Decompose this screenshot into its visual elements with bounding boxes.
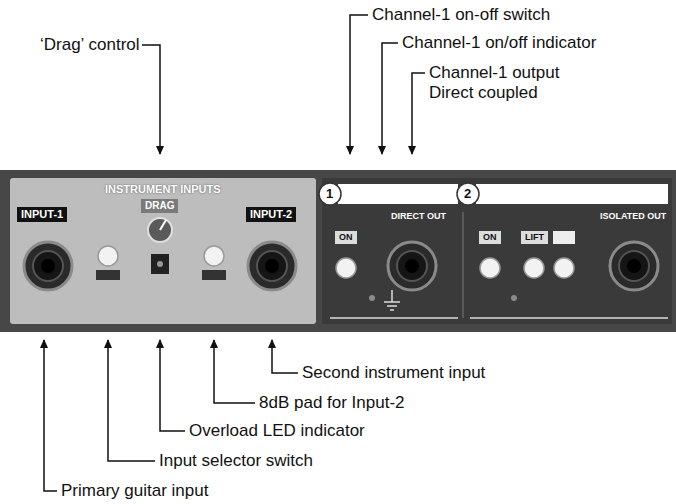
- callout-text: Overload LED indicator: [189, 421, 365, 441]
- channel-number: 2: [464, 186, 471, 202]
- drag-knob: [148, 218, 172, 242]
- label-strip: [476, 184, 668, 204]
- callout-text: Second instrument input: [302, 363, 485, 383]
- jack-socket: [24, 242, 658, 290]
- leader-line: [44, 15, 425, 491]
- callout-text: Input selector switch: [159, 451, 313, 471]
- label-strip: [338, 184, 458, 204]
- ground-symbol: [384, 290, 400, 310]
- switch-tag: LIFT: [521, 231, 548, 244]
- front-panel: [0, 170, 676, 332]
- callout-text: Channel-1 output Direct coupled: [429, 63, 579, 104]
- callout-text: Primary guitar input: [61, 481, 208, 501]
- switch-tag: ON: [335, 231, 357, 244]
- input-section: [10, 178, 316, 324]
- overload-led: [151, 254, 169, 274]
- callout-text: 8dB pad for Input-2: [259, 393, 405, 413]
- callout-text: ‘Drag’ control: [40, 35, 140, 55]
- callout-text: Channel-1 on/off indicator: [402, 33, 596, 53]
- indicator-led: [369, 295, 517, 301]
- channel-badge: [319, 183, 341, 205]
- switch-tag: ON: [479, 231, 501, 244]
- output-tag: DIRECT OUT: [391, 211, 446, 222]
- input-tag: INPUT-1: [17, 207, 67, 222]
- input-tag: INPUT-2: [246, 207, 296, 222]
- section-title: INSTRUMENT INPUTS: [105, 183, 221, 196]
- callout-text: Channel-1 on-off switch: [372, 5, 550, 25]
- channel-badge: [457, 183, 479, 205]
- output-section: [322, 178, 672, 324]
- output-tag: ISOLATED OUT: [600, 211, 666, 222]
- control-tag: DRAG: [141, 199, 178, 213]
- channel-number: 1: [326, 186, 333, 202]
